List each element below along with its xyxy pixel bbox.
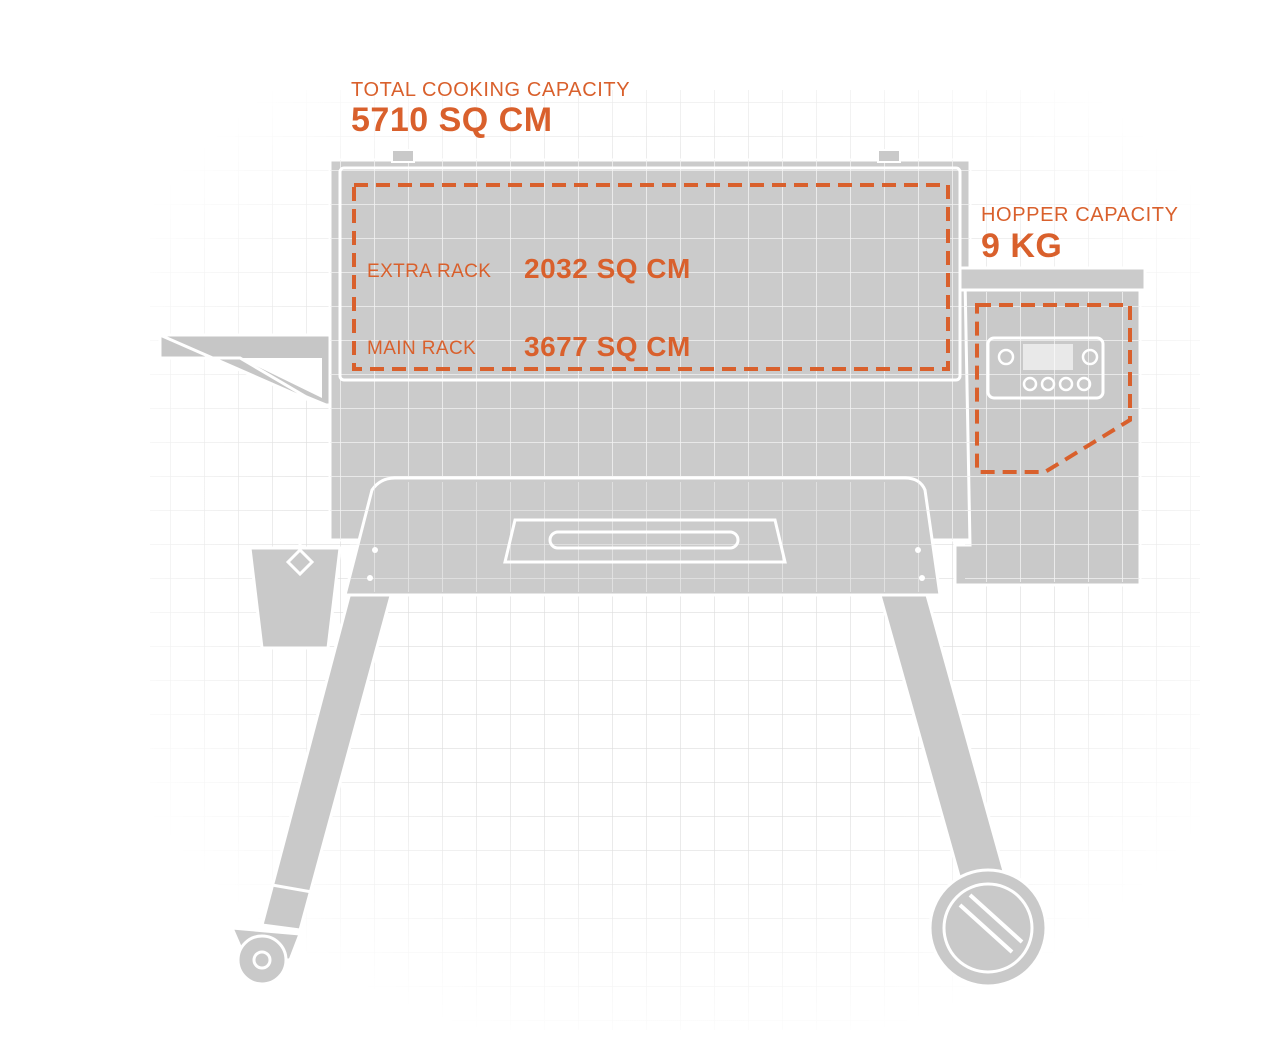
control-dial-left bbox=[997, 348, 1015, 366]
hopper-capacity-title: HOPPER CAPACITY bbox=[981, 204, 1179, 226]
left-leg-band bbox=[271, 883, 313, 894]
control-button-1 bbox=[1022, 376, 1038, 392]
front-bolt-2 bbox=[367, 575, 373, 581]
bucket-hook-icon bbox=[285, 540, 315, 577]
control-button-2 bbox=[1040, 376, 1056, 392]
hopper-area-outline bbox=[975, 303, 1132, 474]
hopper-capacity-value: 9 KG bbox=[981, 227, 1063, 265]
lid-pin-left bbox=[391, 149, 415, 163]
front-bolt-3 bbox=[915, 547, 921, 553]
big-wheel-hubcap bbox=[958, 893, 1024, 954]
caster-hub bbox=[252, 950, 272, 970]
hopper-grid bbox=[965, 292, 1140, 582]
total-capacity-value: 5710 SQ CM bbox=[351, 101, 553, 139]
extra-rack-value: 2032 SQ CM bbox=[524, 253, 691, 284]
hopper-lid bbox=[958, 266, 1147, 292]
extra-rack-title: EXTRA RACK bbox=[367, 261, 492, 282]
control-dial-right bbox=[1081, 348, 1099, 366]
cart-handle-recess bbox=[503, 518, 787, 564]
front-bolt-4 bbox=[919, 575, 925, 581]
control-panel bbox=[986, 336, 1105, 400]
control-button-4 bbox=[1076, 376, 1092, 392]
caster-wheel bbox=[236, 934, 288, 986]
cooking-area-outline bbox=[352, 183, 950, 371]
lid-pin-right bbox=[877, 149, 901, 163]
cart-front-grid bbox=[350, 482, 935, 592]
side-shelf-bracket bbox=[240, 358, 322, 398]
front-bolt-1 bbox=[372, 547, 378, 553]
main-rack-title: MAIN RACK bbox=[367, 338, 477, 359]
big-wheel-inner bbox=[942, 882, 1034, 974]
grease-bucket bbox=[248, 546, 342, 650]
control-display bbox=[1023, 344, 1073, 370]
main-rack-value: 3677 SQ CM bbox=[524, 331, 691, 362]
control-button-3 bbox=[1058, 376, 1074, 392]
cart-handle bbox=[548, 530, 740, 550]
total-capacity-title: TOTAL COOKING CAPACITY bbox=[351, 79, 631, 101]
